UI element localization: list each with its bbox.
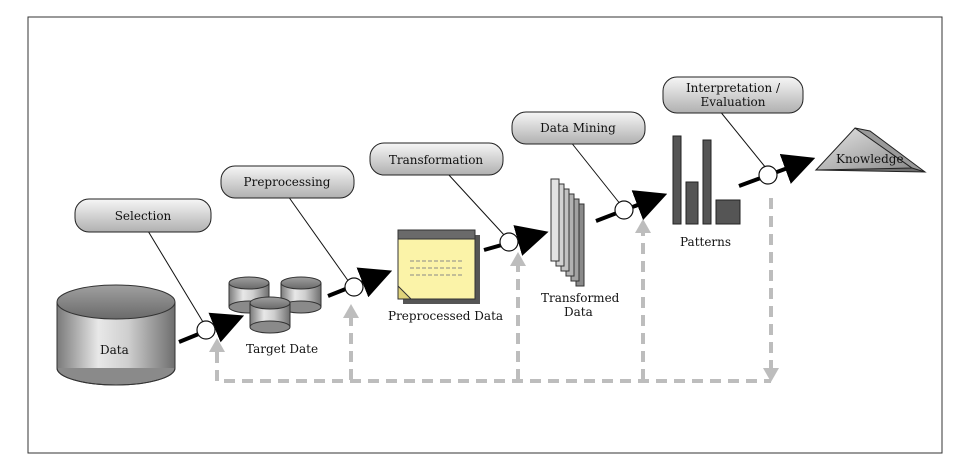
feedback-arrow-down <box>763 368 779 382</box>
transformed-data-label-2: Data <box>564 305 593 319</box>
data-label: Data <box>100 343 129 357</box>
transformed-data-label-1: Transformed <box>541 291 620 305</box>
pattern-bar-4 <box>715 199 741 225</box>
feedback-arrow-up-4 <box>635 219 651 233</box>
feedback-arrow-up-2 <box>343 304 359 318</box>
preprocessed-data-note: Preprocessed Data <box>388 229 503 323</box>
stage-preprocessing: Preprocessing <box>220 165 355 199</box>
junction-3 <box>499 232 519 252</box>
preprocessing-label: Preprocessing <box>244 175 331 189</box>
junction-2 <box>344 277 364 297</box>
junction-4 <box>614 200 634 220</box>
data-mining-label: Data Mining <box>540 121 616 135</box>
interpretation-label-line1: Interpretation / <box>686 81 781 95</box>
junction-5 <box>758 165 778 185</box>
interpretation-label-line2: Evaluation <box>700 95 765 109</box>
feedback-arrow-up-1 <box>209 338 225 352</box>
selection-label: Selection <box>115 209 172 223</box>
stage-interpretation-evaluation: Interpretation / Evaluation <box>662 76 804 114</box>
data-cylinder: Data <box>56 284 176 386</box>
stage-transformation: Transformation <box>369 142 504 176</box>
target-date-label: Target Date <box>246 342 318 356</box>
stage-data-mining: Data Mining <box>511 111 646 145</box>
stage-selection: Selection <box>74 198 212 233</box>
leader-lines <box>147 109 767 323</box>
pattern-bar-1 <box>672 135 682 225</box>
small-cylinder-3 <box>249 296 291 334</box>
knowledge-pyramid: Knowledge <box>814 127 927 173</box>
target-data-cylinders: Target Date <box>228 276 322 356</box>
junction-circles <box>196 165 778 340</box>
feedback-arrow-up-3 <box>510 252 526 266</box>
pattern-bar-3 <box>702 139 712 225</box>
frame-border <box>27 16 943 454</box>
feedback-arrowheads <box>209 219 779 382</box>
pattern-bar-2 <box>685 181 699 225</box>
patterns-bars: Patterns <box>672 135 741 249</box>
transformation-label: Transformation <box>389 153 484 167</box>
transformed-data-stack: Transformed Data <box>541 178 620 319</box>
feedback-loop <box>215 198 773 383</box>
preprocessed-data-label: Preprocessed Data <box>388 309 503 323</box>
knowledge-label: Knowledge <box>836 152 904 166</box>
patterns-label: Patterns <box>680 235 731 249</box>
junction-1 <box>196 320 216 340</box>
